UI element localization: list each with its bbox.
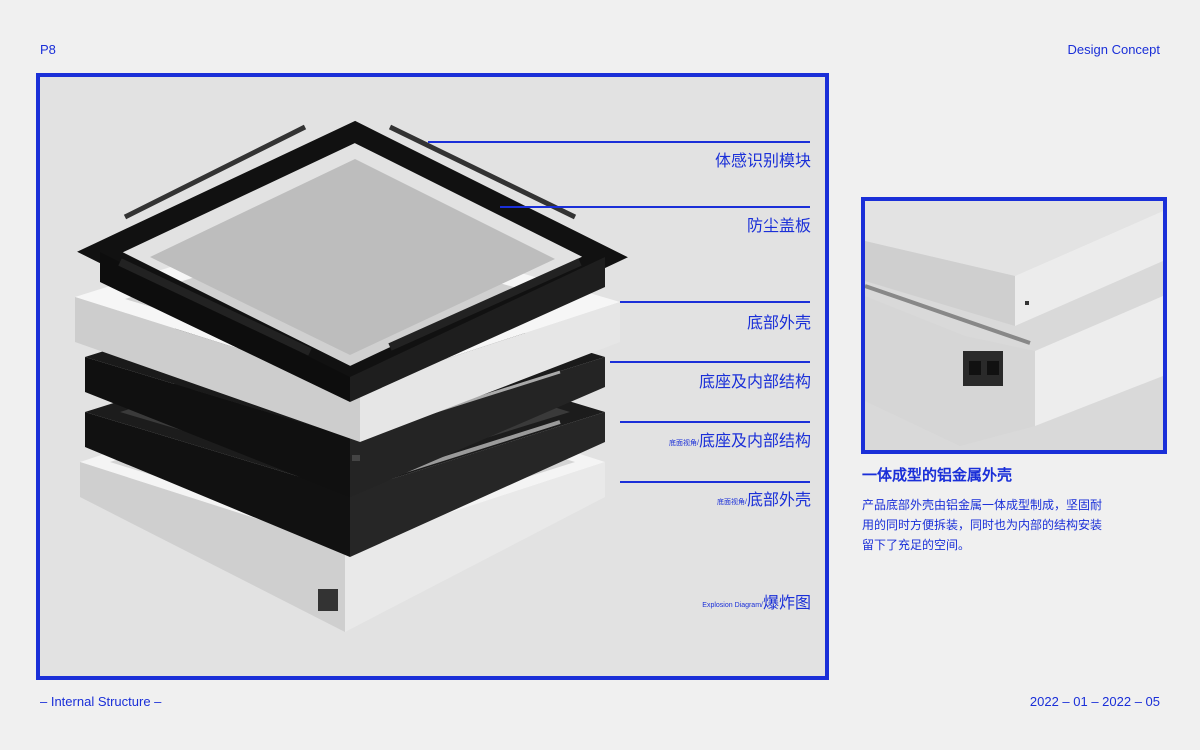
label-motion-sensor-module: 体感识别模块	[714, 151, 811, 170]
label-shell-bottom-view: 底面视角/底部外壳	[717, 486, 811, 510]
callout-lines	[428, 141, 810, 483]
label-prefix: 底面视角/	[717, 499, 747, 506]
detail-description: 产品底部外壳由铝金属一体成型制成，坚固耐用的同时方便拆装，同时也为内部的结构安装…	[862, 498, 1103, 552]
label-dust-cover: 防尘盖板	[746, 216, 811, 235]
section-label: – Internal Structure –	[40, 694, 162, 709]
motion-sensor-module-illustration	[123, 124, 577, 220]
shell-closeup-illustration	[865, 201, 1163, 446]
detail-title: 一体成型的铝金属外壳	[862, 466, 1013, 484]
label-text: 底座及内部结构	[698, 431, 811, 450]
label-prefix-en: Explosion Diagram/	[702, 602, 763, 609]
label-text: 底部外壳	[746, 490, 811, 509]
explosion-diagram-panel: 体感识别模块 防尘盖板 底部外壳 底座及内部结构 底面视角/底座及内部结构 底面…	[36, 73, 829, 680]
label-explosion-diagram: Explosion Diagram/爆炸图	[702, 589, 811, 613]
label-base-internal: 底座及内部结构	[698, 372, 811, 391]
label-bottom-shell: 底部外壳	[746, 313, 811, 332]
label-prefix: 底面视角/	[669, 440, 699, 447]
detail-image-panel	[861, 197, 1167, 454]
exploded-product-illustration	[75, 120, 810, 632]
label-base-bottom-view: 底面视角/底座及内部结构	[669, 427, 811, 451]
page-number: P8	[40, 42, 56, 57]
design-concept-label: Design Concept	[1067, 42, 1161, 57]
dust-cover-illustration	[77, 120, 628, 402]
label-text-cn: 爆炸图	[762, 593, 811, 612]
date-range: 2022 – 01 – 2022 – 05	[1029, 694, 1160, 709]
